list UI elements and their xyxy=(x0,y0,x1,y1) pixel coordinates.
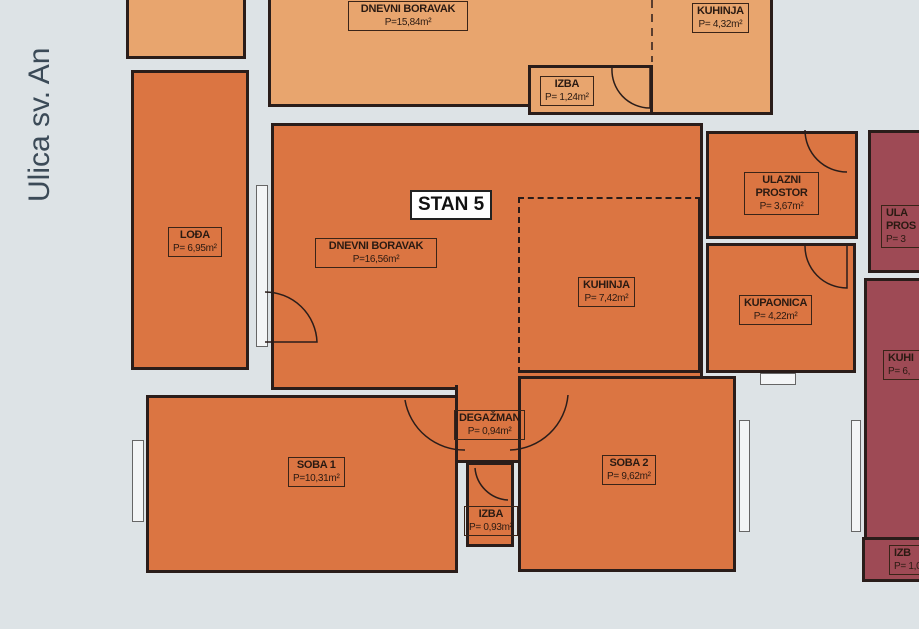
room-izba xyxy=(466,462,514,547)
room-area: P= 9,62m² xyxy=(607,471,651,482)
room-name: ULA PROS xyxy=(886,207,916,232)
room-top-izba xyxy=(528,65,653,115)
door-swing xyxy=(509,394,569,451)
room-area: P= 6, xyxy=(888,366,911,377)
label-soba1: SOBA 1 P=10,31m² xyxy=(288,457,345,487)
door-swing xyxy=(264,291,318,343)
label-right-kuhinja: KUHI P= 6, xyxy=(883,350,919,380)
room-name: KUPAONICA xyxy=(744,297,808,309)
room-area: P=15,84m² xyxy=(384,17,432,28)
room-area: P= 4,22m² xyxy=(753,311,798,322)
apartment-title: STAN 5 xyxy=(410,190,493,220)
window xyxy=(739,420,750,532)
room-area: P= 1,0 xyxy=(894,561,919,572)
label-kuhinja: KUHINJA P= 7,42m² xyxy=(578,277,635,307)
room-right-ulazni xyxy=(868,130,919,273)
label-top-kuhinja: KUHINJA P= 4,32m² xyxy=(692,3,749,33)
room-name: IZBA xyxy=(554,78,580,90)
room-name: LOĐA xyxy=(179,229,210,241)
room-top-left xyxy=(126,0,246,59)
label-right-ulazni: ULA PROS P= 3 xyxy=(881,205,919,248)
room-name: SOBA 1 xyxy=(296,459,336,471)
window xyxy=(760,373,796,385)
room-soba-1 xyxy=(146,395,458,573)
room-area: P= 0,93m² xyxy=(469,522,513,533)
room-loda xyxy=(131,70,249,370)
room-name: DNEVNI BORAVAK xyxy=(328,240,424,252)
room-name: KUHINJA xyxy=(583,279,630,291)
room-area: P= 3 xyxy=(886,234,906,245)
door-swing xyxy=(611,67,651,109)
room-name: SOBA 2 xyxy=(609,457,649,469)
door-swing xyxy=(804,129,848,173)
label-kupaonica: KUPAONICA P= 4,22m² xyxy=(739,295,813,325)
room-name: KUHI xyxy=(888,352,914,364)
room-area: P= 4,32m² xyxy=(698,19,743,30)
door-swing xyxy=(404,399,466,451)
window xyxy=(851,420,861,532)
label-right-izba: IZB P= 1,0 xyxy=(889,545,919,575)
door-swing xyxy=(804,244,848,289)
window xyxy=(256,185,268,347)
room-name: IZB xyxy=(894,547,911,559)
label-ulazni: ULAZNI PROSTOR P= 3,67m² xyxy=(744,172,819,215)
room-area: P= 0,94m² xyxy=(467,426,512,437)
room-area: P= 1,24m² xyxy=(545,92,589,103)
room-name: KUHINJA xyxy=(697,5,744,17)
room-ulazni-prostor xyxy=(706,131,858,239)
room-area: P=16,56m² xyxy=(352,254,400,265)
room-name: IZBA xyxy=(478,508,504,520)
room-kuhinja xyxy=(518,197,701,373)
door-swing xyxy=(474,467,509,501)
room-area: P=10,31m² xyxy=(293,473,340,484)
label-soba2: SOBA 2 P= 9,62m² xyxy=(602,455,656,485)
room-kupaonica xyxy=(706,243,856,373)
room-area: P= 3,67m² xyxy=(759,201,804,212)
label-izba: IZBA P= 0,93m² xyxy=(464,506,518,536)
label-degazman: DEGAŽMAN P= 0,94m² xyxy=(454,410,526,440)
room-area: P= 7,42m² xyxy=(584,293,629,304)
label-loda: LOĐA P= 6,95m² xyxy=(168,227,222,257)
room-top-dnevni xyxy=(268,0,533,107)
room-name: DNEVNI BORAVAK xyxy=(360,3,456,15)
room-area: P= 6,95m² xyxy=(173,243,217,254)
room-name: DEGAŽMAN xyxy=(459,412,521,424)
room-right-kuhinja xyxy=(864,278,919,543)
label-top-izba: IZBA P= 1,24m² xyxy=(540,76,594,106)
label-top-dnevni: DNEVNI BORAVAK P=15,84m² xyxy=(348,1,468,31)
window xyxy=(132,440,144,522)
room-name: ULAZNI PROSTOR xyxy=(755,174,808,199)
room-soba-2 xyxy=(518,376,736,572)
label-dnevni: DNEVNI BORAVAK P=16,56m² xyxy=(315,238,437,268)
